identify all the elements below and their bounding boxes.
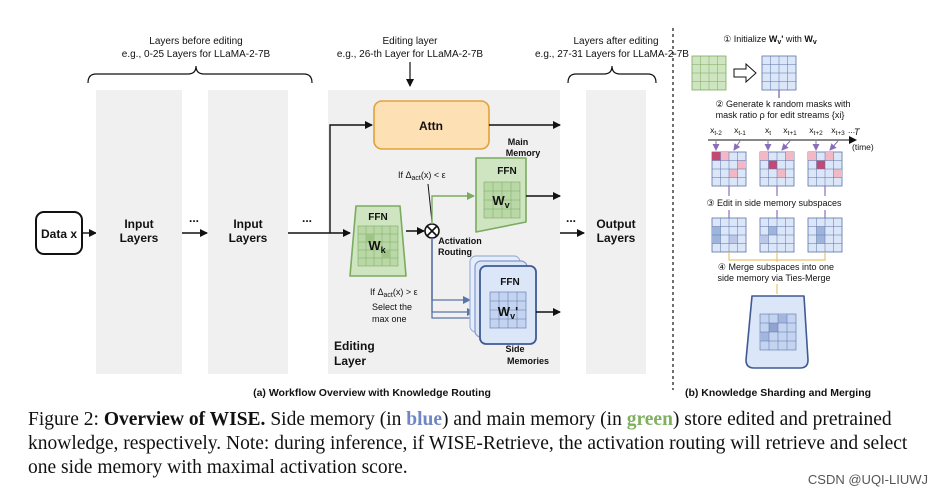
editing-layer-label-1: Editing bbox=[334, 339, 375, 353]
attn-label: Attn bbox=[419, 119, 443, 133]
stream-label-2: xt bbox=[765, 125, 771, 137]
after-label: Layers after editing bbox=[573, 36, 658, 47]
svg-text:Layers: Layers bbox=[597, 231, 636, 245]
wk-grid bbox=[357, 225, 399, 267]
output-layers-box bbox=[586, 90, 646, 374]
ellipsis-3: ... bbox=[566, 211, 576, 225]
step1: ① Initialize Wv' with Wv bbox=[723, 34, 817, 46]
input-layers-label-1: Input bbox=[124, 217, 153, 231]
select-line2: max one bbox=[372, 314, 407, 324]
before-label: Layers before editing bbox=[149, 36, 242, 47]
subspace-grid-1 bbox=[711, 217, 747, 253]
before-brace bbox=[87, 65, 313, 84]
mask-grid-3 bbox=[807, 151, 843, 187]
caption-green: green bbox=[626, 409, 673, 430]
caption-title: Overview of WISE. bbox=[103, 409, 266, 430]
step3: ③ Edit in side memory subspaces bbox=[706, 198, 842, 208]
ffn-wk-label: FFN bbox=[368, 212, 387, 223]
svg-text:Layers: Layers bbox=[120, 231, 159, 245]
stream-label-1: xt-1 bbox=[734, 125, 746, 137]
step4-line2: side memory via Ties-Merge bbox=[717, 273, 830, 283]
side-memories-label-2: Memories bbox=[507, 356, 549, 366]
editing-label: Editing layer bbox=[382, 36, 438, 47]
editing-layer-label-2: Layer bbox=[334, 354, 366, 368]
mask-grid-1 bbox=[711, 151, 747, 187]
input-layers-label-2: Input bbox=[233, 217, 262, 231]
svg-text:FFN: FFN bbox=[500, 277, 519, 288]
after-example: e.g., 27-31 Layers for LLaMA-2-7B bbox=[535, 49, 689, 60]
init-arrow-icon bbox=[733, 62, 757, 84]
select-line1: Select the bbox=[372, 302, 412, 312]
wv-grid bbox=[483, 181, 521, 219]
cond-main: If Δact(x) < ε bbox=[398, 170, 446, 182]
stream-arrows bbox=[712, 140, 839, 151]
output-layers-label-1: Output bbox=[596, 217, 635, 231]
ellipsis-1: ... bbox=[189, 211, 199, 225]
time-label: T bbox=[854, 127, 861, 137]
ellipsis-2: ... bbox=[302, 211, 312, 225]
stream-label-4: xt+2 bbox=[809, 125, 823, 137]
stream-label-0: xt-2 bbox=[710, 125, 722, 137]
init-blue-grid bbox=[761, 55, 797, 91]
main-memory-label-2: Memory bbox=[506, 148, 541, 158]
figure-caption: Figure 2: Overview of WISE. Side memory … bbox=[28, 408, 908, 480]
editing-example: e.g., 26-th Layer for LLaMA-2-7B bbox=[337, 49, 484, 60]
caption-text-1: Side memory (in bbox=[265, 409, 407, 430]
wv-prime-symbol: Wv' bbox=[498, 304, 518, 321]
main-memory-label-1: Main bbox=[508, 137, 529, 147]
after-brace bbox=[567, 65, 657, 84]
caption-blue: blue bbox=[406, 409, 443, 430]
caption-text-2: ) and main memory (in bbox=[442, 409, 627, 430]
activation-routing-label-2: Routing bbox=[438, 247, 472, 257]
subspace-grid-2 bbox=[759, 217, 795, 253]
stream-label-3: xt+1 bbox=[783, 125, 797, 137]
figure: Layers before editing e.g., 0-25 Layers … bbox=[35, 28, 874, 399]
data-x-label: Data x bbox=[41, 227, 77, 241]
step2-line2: mask ratio ρ for edit streams {xi} bbox=[716, 110, 845, 120]
side-memories-label-1: Side bbox=[505, 344, 524, 354]
caption-text-3: ) store edited and pretrained knowledge,… bbox=[28, 409, 908, 478]
time-unit: (time) bbox=[852, 142, 874, 152]
wv-prime-grid bbox=[489, 291, 527, 329]
activation-routing-label-1: Activation bbox=[438, 236, 482, 246]
cond-side: If Δact(x) > ε bbox=[370, 287, 418, 299]
caption-a: (a) Workflow Overview with Knowledge Rou… bbox=[253, 387, 491, 399]
merged-grid bbox=[759, 313, 797, 351]
stream-label-5: xt+3 bbox=[831, 125, 845, 137]
mask-grid-2 bbox=[759, 151, 795, 187]
caption-b: (b) Knowledge Sharding and Merging bbox=[685, 387, 871, 399]
subspace-grid-3 bbox=[807, 217, 843, 253]
before-example: e.g., 0-25 Layers for LLaMA-2-7B bbox=[122, 49, 271, 60]
init-green-grid bbox=[691, 55, 727, 91]
caption-prefix: Figure 2: bbox=[28, 409, 104, 430]
input-layers-box-1 bbox=[96, 90, 182, 374]
input-layers-box-2 bbox=[208, 90, 288, 374]
watermark: CSDN @UQI-LIUWJ bbox=[807, 472, 928, 487]
step2-line1: ② Generate k random masks with bbox=[715, 99, 850, 109]
svg-text:Layers: Layers bbox=[229, 231, 268, 245]
step4-line1: ④ Merge subspaces into one bbox=[718, 262, 834, 272]
svg-text:FFN: FFN bbox=[497, 166, 516, 177]
stream-label-6: ... bbox=[848, 125, 855, 135]
